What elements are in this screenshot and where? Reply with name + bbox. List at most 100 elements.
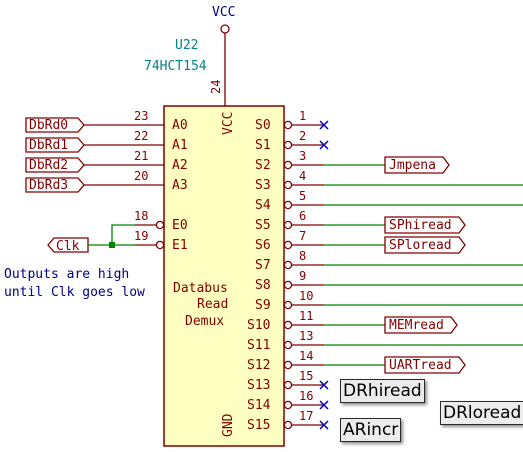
output-pin-s11[interactable]: S11 13 (247, 329, 523, 353)
inversion-bubble-icon (283, 340, 293, 350)
pin-number: 4 (299, 169, 306, 183)
component-reference: U22 (175, 38, 198, 53)
pin-number: 20 (134, 169, 148, 183)
net-label-shape (384, 356, 466, 374)
pin-number: 7 (299, 229, 306, 243)
output-pin-s4[interactable]: S45 (255, 189, 523, 213)
no-connect-icon (319, 120, 329, 130)
inversion-bubble-icon (283, 160, 293, 170)
pin-name: S8 (255, 278, 271, 293)
vcc-pin-number: 24 (209, 80, 223, 94)
net-label: SPhiread (389, 218, 452, 233)
pin-number: 18 (134, 209, 148, 223)
inversion-bubble-icon (155, 240, 165, 250)
pin-name: S12 (247, 358, 270, 373)
pin-number: 16 (299, 389, 313, 403)
pin-name: A3 (172, 178, 188, 193)
inversion-bubble-icon (283, 380, 293, 390)
pin-number: 14 (299, 349, 313, 363)
net-label-shape (384, 236, 466, 254)
pin-number: 1 (299, 109, 306, 123)
ic-title-line-1: Databus (173, 281, 228, 296)
net-label-shape (25, 117, 85, 133)
inversion-bubble-icon (283, 220, 293, 230)
pin-name: A1 (172, 138, 188, 153)
inversion-bubble-icon (283, 300, 293, 310)
output-pin-s8[interactable]: S89 (255, 269, 523, 293)
tooltip-drhiread: DRhiread (340, 379, 425, 403)
pin-name: S10 (247, 318, 270, 333)
enable-tie-wire (111, 224, 135, 245)
pin-number: 6 (299, 209, 306, 223)
pin-number: 22 (134, 129, 148, 143)
pin-name: S1 (255, 138, 271, 153)
pin-number: 11 (299, 309, 313, 323)
inversion-bubble-icon (283, 320, 293, 330)
inversion-bubble-icon (155, 220, 165, 230)
net-label: SPloread (389, 238, 452, 253)
pin-name: S11 (247, 338, 270, 353)
pin-name: S15 (247, 418, 270, 433)
pin-number: 13 (299, 329, 313, 343)
ic-body[interactable] (163, 105, 285, 447)
net-label: DbRd0 (29, 118, 68, 133)
net-label-shape (25, 157, 85, 173)
tooltip-drloread: DRloread (440, 401, 523, 425)
ic-title-line-3: Demux (185, 314, 224, 329)
ic-title-line-2: Read (197, 297, 228, 312)
net-label-shape (25, 137, 85, 153)
pin-number: 3 (299, 149, 306, 163)
net-label-shape (384, 216, 466, 234)
pin-name: S2 (255, 158, 271, 173)
net-label-shape (384, 316, 458, 334)
net-label: Jmpena (389, 158, 436, 173)
output-pin-s3[interactable]: S3 4 (255, 169, 523, 193)
pin-number: 10 (299, 289, 313, 303)
pin-name: E1 (172, 238, 188, 253)
vcc-power-label: VCC (212, 5, 235, 20)
pin-name: E0 (172, 218, 188, 233)
inversion-bubble-icon (283, 140, 293, 150)
output-pin-s7[interactable]: S78 (255, 249, 523, 273)
pin-name: A0 (172, 118, 188, 133)
vcc-power-symbol[interactable]: VCC 24 (209, 5, 235, 106)
pin-name: S6 (255, 238, 271, 253)
pin-name: S3 (255, 178, 271, 193)
inversion-bubble-icon (283, 200, 293, 210)
output-pin-s14[interactable]: S14 16 (247, 389, 329, 413)
pin-number: 8 (299, 249, 306, 263)
component-value: 74HCT154 (144, 59, 207, 74)
inversion-bubble-icon (283, 420, 293, 430)
net-label: UARTread (389, 358, 452, 373)
pin-name: S14 (247, 398, 271, 413)
gnd-pin-name: GND (221, 413, 236, 437)
output-pin-s0[interactable]: S01 (255, 109, 329, 133)
pin-number: 19 (134, 229, 148, 243)
net-label-shape (384, 156, 450, 174)
inversion-bubble-icon (283, 120, 293, 130)
clock-net[interactable]: Clk (47, 224, 135, 254)
net-label: MEMread (389, 318, 444, 333)
output-pin-s1[interactable]: S1 2 (255, 129, 329, 153)
clk-label: Clk (56, 239, 80, 254)
inversion-bubble-icon (283, 180, 293, 190)
note-line-1: Outputs are high (4, 267, 129, 282)
pin-name: S13 (247, 378, 270, 393)
pin-number: 2 (299, 129, 306, 143)
inversion-bubble-icon (283, 280, 293, 290)
tooltip-arincr: ARincr (340, 418, 402, 442)
